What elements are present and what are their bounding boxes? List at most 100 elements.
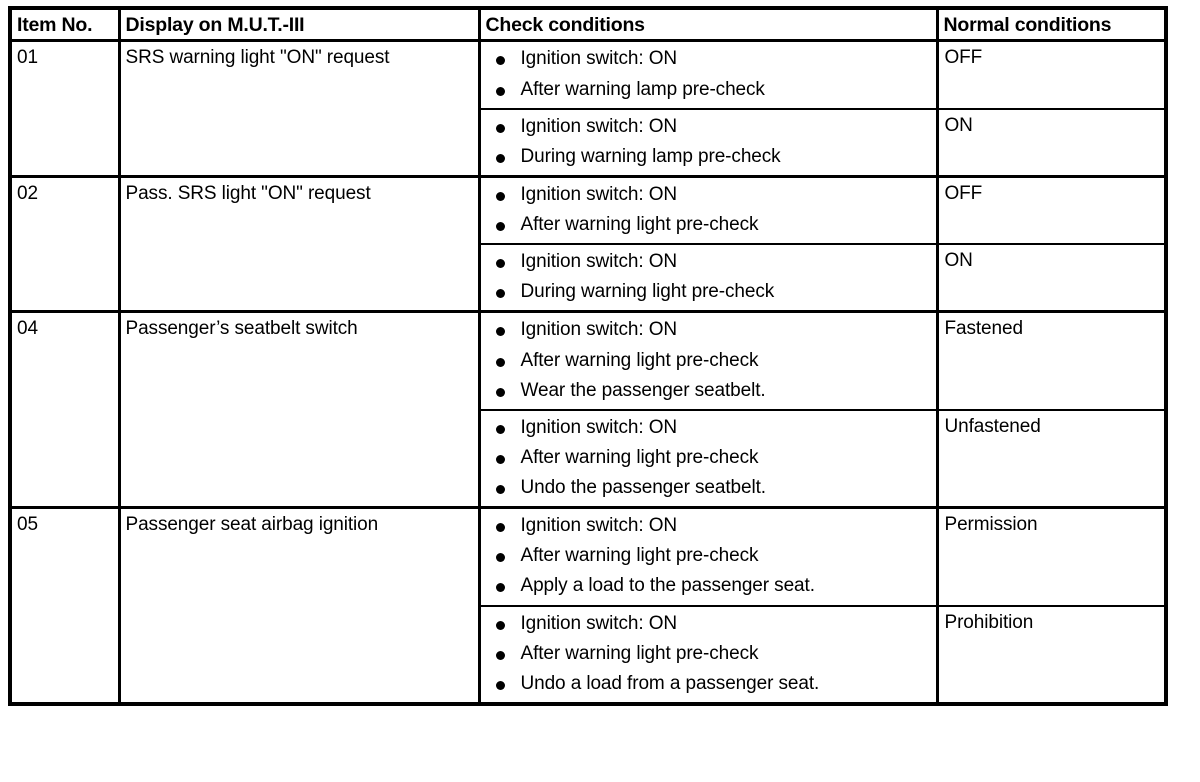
bullet-icon: [495, 327, 505, 337]
bullet-icon: [495, 153, 505, 163]
cell-check-conditions: Ignition switch: ON After warning light p…: [479, 604, 939, 704]
check-condition-text: Ignition switch: ON: [520, 515, 678, 537]
check-condition-item: After warning light pre-check: [489, 215, 930, 235]
check-condition-item: After warning light pre-check: [489, 350, 930, 371]
check-condition-item: Wear the passenger seatbelt.: [489, 379, 930, 401]
bullet-icon: [495, 424, 505, 434]
check-condition-item: Apply a load to the passenger seat.: [489, 576, 930, 596]
check-condition-text: Ignition switch: ON: [520, 115, 678, 137]
cell-normal-condition: OFF: [937, 39, 1166, 109]
check-condition-text: Ignition switch: ON: [520, 251, 678, 273]
bullet-icon: [495, 523, 505, 533]
normal-condition-value: Prohibition: [944, 611, 1034, 633]
check-conditions-list: Ignition switch: ON During warning lamp p…: [489, 115, 930, 167]
check-condition-text: During warning light pre-check: [520, 281, 775, 303]
cell-check-conditions: Ignition switch: ON During warning light …: [479, 243, 939, 312]
bullet-icon: [495, 357, 505, 367]
check-condition-item: After warning light pre-check: [489, 447, 930, 468]
check-condition-item: During warning light pre-check: [489, 282, 930, 302]
bullet-icon: [495, 191, 505, 201]
item-no-value: 01: [17, 47, 38, 69]
check-condition-text: Ignition switch: ON: [520, 319, 678, 341]
check-conditions-list: Ignition switch: ON After warning light p…: [489, 516, 930, 596]
normal-condition-value: OFF: [944, 182, 983, 204]
check-condition-text: Wear the passenger seatbelt.: [520, 379, 766, 401]
check-condition-item: After warning lamp pre-check: [489, 78, 930, 100]
table-row: Ignition switch: ON During warning lamp p…: [10, 107, 1166, 177]
bullet-icon: [495, 485, 505, 495]
check-conditions-list: Ignition switch: ON During warning light …: [489, 252, 930, 302]
bullet-icon: [495, 454, 505, 464]
check-condition-text: After warning light pre-check: [520, 642, 759, 664]
check-condition-text: Undo a load from a passenger seat.: [520, 672, 820, 694]
check-condition-text: Ignition switch: ON: [520, 416, 678, 438]
item-no-value: 04: [17, 318, 38, 340]
cell-check-conditions: Ignition switch: ON After warning light p…: [479, 408, 939, 508]
table-row: Ignition switch: ON After warning light p…: [10, 604, 1166, 704]
bullet-icon: [495, 553, 505, 563]
bullet-icon: [495, 620, 505, 630]
column-header-check: Check conditions: [479, 8, 939, 43]
check-condition-text: After warning lamp pre-check: [520, 78, 765, 100]
check-conditions-list: Ignition switch: ON After warning light p…: [489, 184, 930, 235]
check-condition-item: Ignition switch: ON: [489, 115, 930, 137]
bullet-icon: [495, 289, 505, 299]
bullet-icon: [495, 259, 505, 269]
cell-item-no: 04: [10, 310, 121, 508]
check-condition-item: Ignition switch: ON: [489, 49, 930, 69]
cell-check-conditions: Ignition switch: ON After warning light p…: [479, 310, 939, 410]
cell-display-name: SRS warning light "ON" request: [119, 39, 481, 177]
cell-normal-condition: ON: [937, 243, 1166, 312]
table-row: Ignition switch: ON After warning light p…: [10, 408, 1166, 508]
cell-normal-condition: OFF: [937, 174, 1166, 245]
column-header-item-no: Item No.: [10, 8, 121, 43]
check-conditions-list: Ignition switch: ON After warning light p…: [489, 612, 930, 694]
check-condition-item: Ignition switch: ON: [489, 516, 930, 536]
table-row: Ignition switch: ON During warning light …: [10, 243, 1166, 312]
display-name-value: SRS warning light "ON" request: [125, 47, 390, 69]
column-header-display: Display on M.U.T.-III: [119, 8, 481, 43]
column-header-normal: Normal conditions: [937, 8, 1166, 43]
check-condition-item: After warning light pre-check: [489, 642, 930, 664]
check-conditions-list: Ignition switch: ON After warning light p…: [489, 416, 930, 499]
cell-item-no: 05: [10, 506, 121, 704]
check-conditions-list: Ignition switch: ON After warning light p…: [489, 320, 930, 400]
cell-item-no: 01: [10, 39, 121, 177]
cell-check-conditions: Ignition switch: ON After warning lamp pr…: [479, 39, 939, 109]
check-condition-item: Ignition switch: ON: [489, 320, 930, 340]
check-condition-text: During warning lamp pre-check: [520, 145, 781, 167]
check-condition-text: Ignition switch: ON: [520, 612, 678, 634]
cell-display-name: Passenger’s seatbelt switch: [119, 310, 481, 508]
cell-display-name: Pass. SRS light "ON" request: [119, 174, 481, 312]
normal-condition-value: Unfastened: [944, 415, 1041, 437]
cell-check-conditions: Ignition switch: ON After warning light p…: [479, 174, 939, 245]
normal-condition-value: Permission: [944, 514, 1038, 536]
check-condition-text: Undo the passenger seatbelt.: [520, 477, 767, 499]
check-condition-item: Undo a load from a passenger seat.: [489, 672, 930, 694]
normal-condition-value: ON: [944, 250, 973, 272]
normal-condition-value: ON: [944, 114, 973, 136]
bullet-icon: [495, 387, 505, 397]
bullet-icon: [495, 680, 505, 690]
bullet-icon: [495, 86, 505, 96]
table-header: Item No. Display on M.U.T.-III Check con…: [10, 8, 1166, 43]
item-no-value: 05: [17, 514, 38, 536]
cell-normal-condition: ON: [937, 107, 1166, 177]
cell-normal-condition: Permission: [937, 506, 1166, 606]
cell-item-no: 02: [10, 174, 121, 312]
bullet-icon: [495, 583, 505, 593]
check-condition-item: Ignition switch: ON: [489, 184, 930, 205]
check-condition-item: Ignition switch: ON: [489, 416, 930, 438]
cell-display-name: Passenger seat airbag ignition: [119, 506, 481, 704]
check-conditions-list: Ignition switch: ON After warning lamp pr…: [489, 49, 930, 99]
normal-condition-value: Fastened: [944, 318, 1024, 340]
display-name-value: Passenger seat airbag ignition: [125, 514, 379, 536]
bullet-icon: [495, 222, 505, 232]
check-condition-item: After warning light pre-check: [489, 546, 930, 566]
bullet-icon: [495, 56, 505, 66]
check-condition-text: After warning light pre-check: [520, 214, 759, 236]
